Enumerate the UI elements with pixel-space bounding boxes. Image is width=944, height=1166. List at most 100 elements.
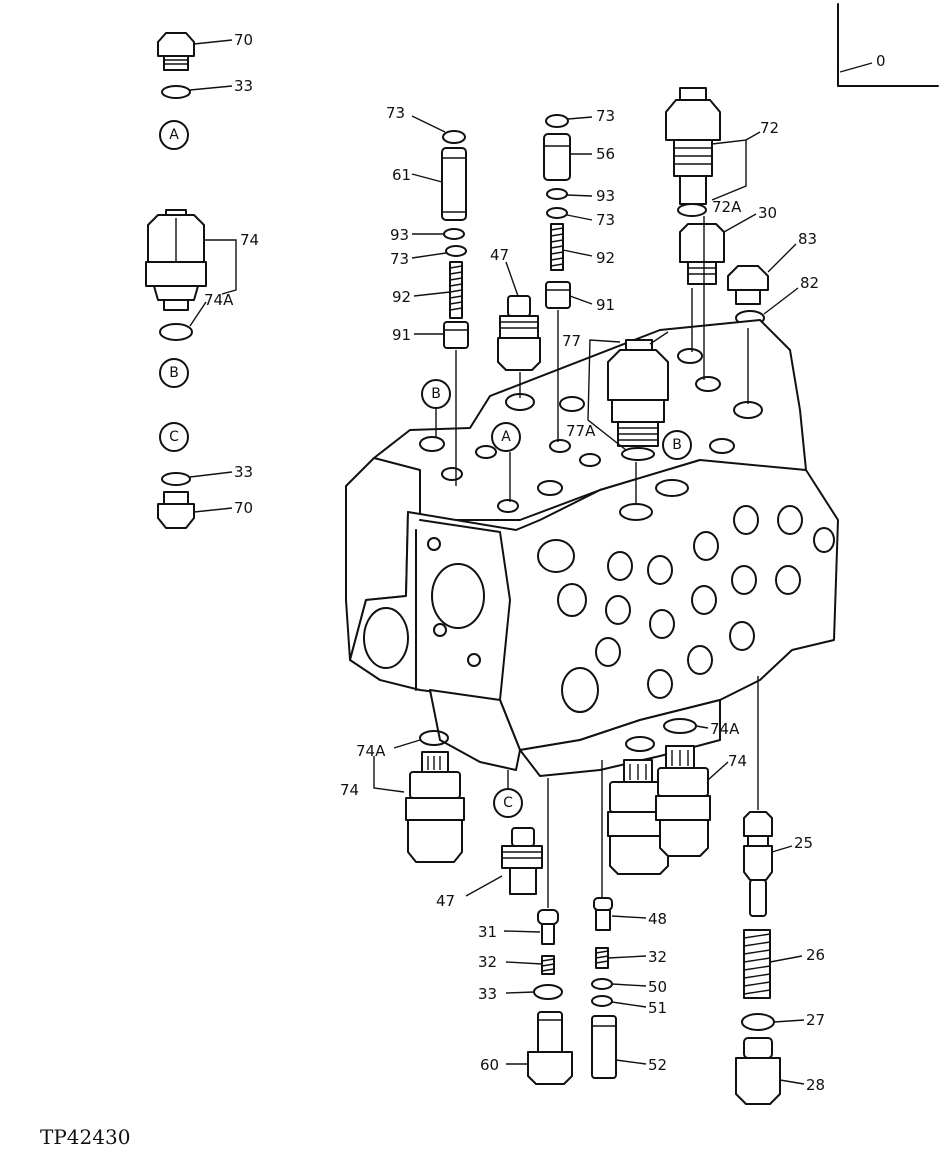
callout-74: 74 [728,752,747,770]
connector-C-label: C [169,429,179,445]
cartridge-77 [607,339,669,447]
callout-47: 47 [436,892,455,910]
callout-74A: 74A [204,291,234,309]
connector-B-label: B [431,386,441,402]
callout-74A: 74A [356,742,386,760]
callout-33: 33 [478,985,497,1003]
spring-26 [743,929,771,999]
valve-body [345,319,839,777]
plug-60 [527,1011,573,1085]
connector-B-right [662,430,692,460]
connector-B-label: B [169,365,179,381]
callout-70: 70 [234,499,253,517]
plug-83 [727,265,769,305]
callout-74: 74 [340,781,359,799]
pin-48 [593,897,613,931]
plug-70-top [157,32,195,71]
callout-32: 32 [648,948,667,966]
spring-32-left [541,955,555,975]
relief-valve-74-left [145,209,207,311]
callout-77: 77 [562,332,581,350]
callout-51: 51 [648,999,667,1017]
callout-27: 27 [806,1011,825,1029]
connector-C-label: C [503,795,513,811]
oring-33-bottom [533,984,563,1000]
callout-56: 56 [596,145,615,163]
callout-92: 92 [596,249,615,267]
plug-91-b [545,281,571,309]
callout-91: 91 [596,296,615,314]
callout-32: 32 [478,953,497,971]
ring-93-b [546,188,568,200]
spring-92-a [449,261,463,319]
oring-74A-left [159,323,193,341]
oring-74A-lower-left [419,730,449,746]
callout-93: 93 [596,187,615,205]
plunger-56 [543,133,571,181]
callout-30: 30 [758,204,777,222]
connector-B-label: B [672,437,682,453]
callout-52: 52 [648,1056,667,1074]
callout-77A: 77A [566,422,596,440]
plug-47-upper [497,295,541,371]
pin-31 [537,909,559,945]
callout-28: 28 [806,1076,825,1094]
plug-47-lower [501,827,543,895]
spring-32-right [595,947,609,969]
callout-73: 73 [596,107,615,125]
callout-72: 72 [760,119,779,137]
callout-26: 26 [806,946,825,964]
oring-50 [591,978,613,990]
plug-91-a [443,321,469,349]
callout-73: 73 [386,104,405,122]
oring-27 [741,1013,775,1031]
connector-A-label: A [501,429,511,445]
leader-0 [839,62,873,73]
oring-73-b [445,245,467,257]
callout-25: 25 [794,834,813,852]
callout-92: 92 [392,288,411,306]
relief-valve-74-lower-right [655,745,711,857]
callout-33: 33 [234,77,253,95]
callout-48: 48 [648,910,667,928]
figure-id: TP42430 [40,1125,130,1149]
connector-B-left [159,358,189,388]
plunger-61 [441,147,467,221]
ring-51 [591,995,613,1007]
spool-25 [743,811,773,917]
callout-31: 31 [478,923,497,941]
oring-73-a [442,130,466,144]
callout-73: 73 [390,250,409,268]
callout-74A: 74A [710,720,740,738]
callout-73: 73 [596,211,615,229]
callout-83: 83 [798,230,817,248]
connector-A-label: A [169,127,179,143]
callout-82: 82 [800,274,819,292]
oring-33-lower [161,472,191,486]
oring-73-d [546,207,568,219]
oring-72A [677,203,707,217]
oring-33-top [161,85,191,99]
callout-61: 61 [392,166,411,184]
callout-74: 74 [240,231,259,249]
callout-33: 33 [234,463,253,481]
oring-73-c [545,114,569,128]
callout-60: 60 [480,1056,499,1074]
fitting-30 [679,223,725,285]
callout-91: 91 [392,326,411,344]
callout-93: 93 [390,226,409,244]
callout-47: 47 [490,246,509,264]
relief-valve-74-lower-left [405,751,465,863]
valve-72 [665,87,721,205]
ring-93-a [443,228,465,240]
oring-lower-center [625,736,655,752]
connector-A-top [159,120,189,150]
connector-C-left [159,422,189,452]
oring-77A [621,447,655,461]
callout-50: 50 [648,978,667,996]
connector-A-body [491,422,521,452]
plug-28 [735,1037,781,1105]
plug-70-lower [157,491,195,529]
